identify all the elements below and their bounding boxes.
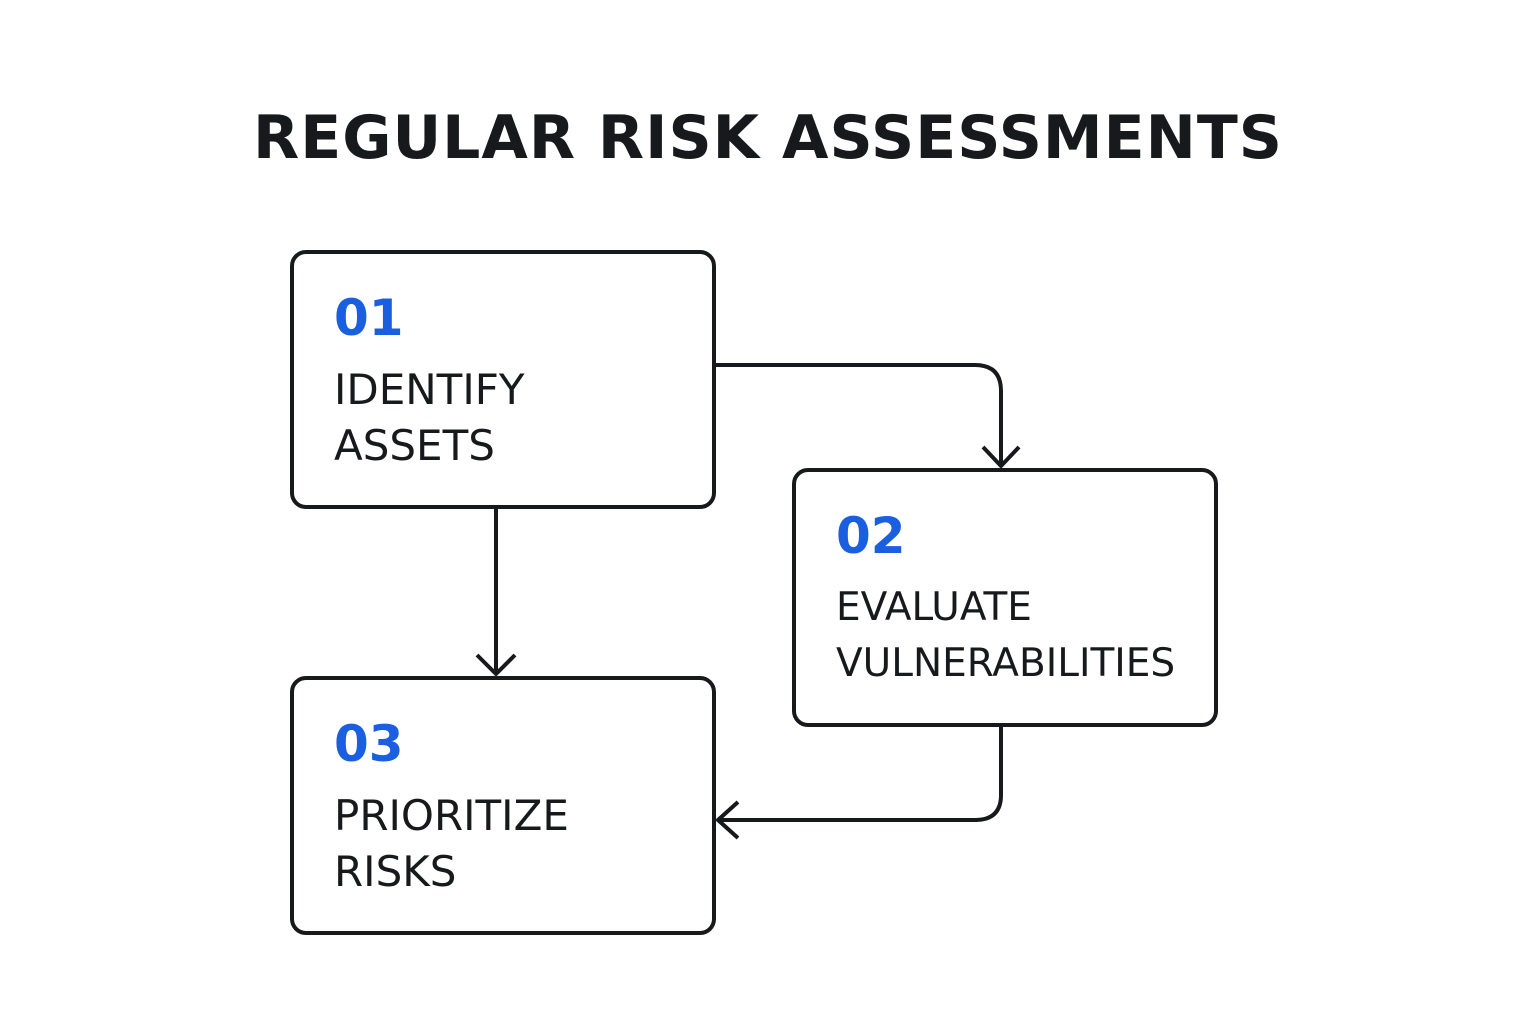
- diagram-title: REGULAR RISK ASSESSMENTS: [253, 103, 1283, 173]
- step-number: 01: [334, 289, 404, 347]
- step-label: IDENTIFY ASSETS: [334, 365, 525, 470]
- step-box-identify-assets: 01 IDENTIFY ASSETS: [290, 250, 716, 509]
- arrow-01-to-03: [475, 509, 517, 676]
- step-label: EVALUATE VULNERABILITIES: [836, 585, 1176, 686]
- arrow-01-to-02: [716, 363, 1021, 468]
- step-number: 03: [334, 715, 404, 773]
- step-label: PRIORITIZE RISKS: [334, 791, 569, 896]
- step-number: 02: [836, 507, 906, 565]
- step-box-evaluate-vulnerabilities: 02 EVALUATE VULNERABILITIES: [792, 468, 1218, 727]
- step-box-prioritize-risks: 03 PRIORITIZE RISKS: [290, 676, 716, 935]
- arrow-02-to-03: [716, 727, 1003, 840]
